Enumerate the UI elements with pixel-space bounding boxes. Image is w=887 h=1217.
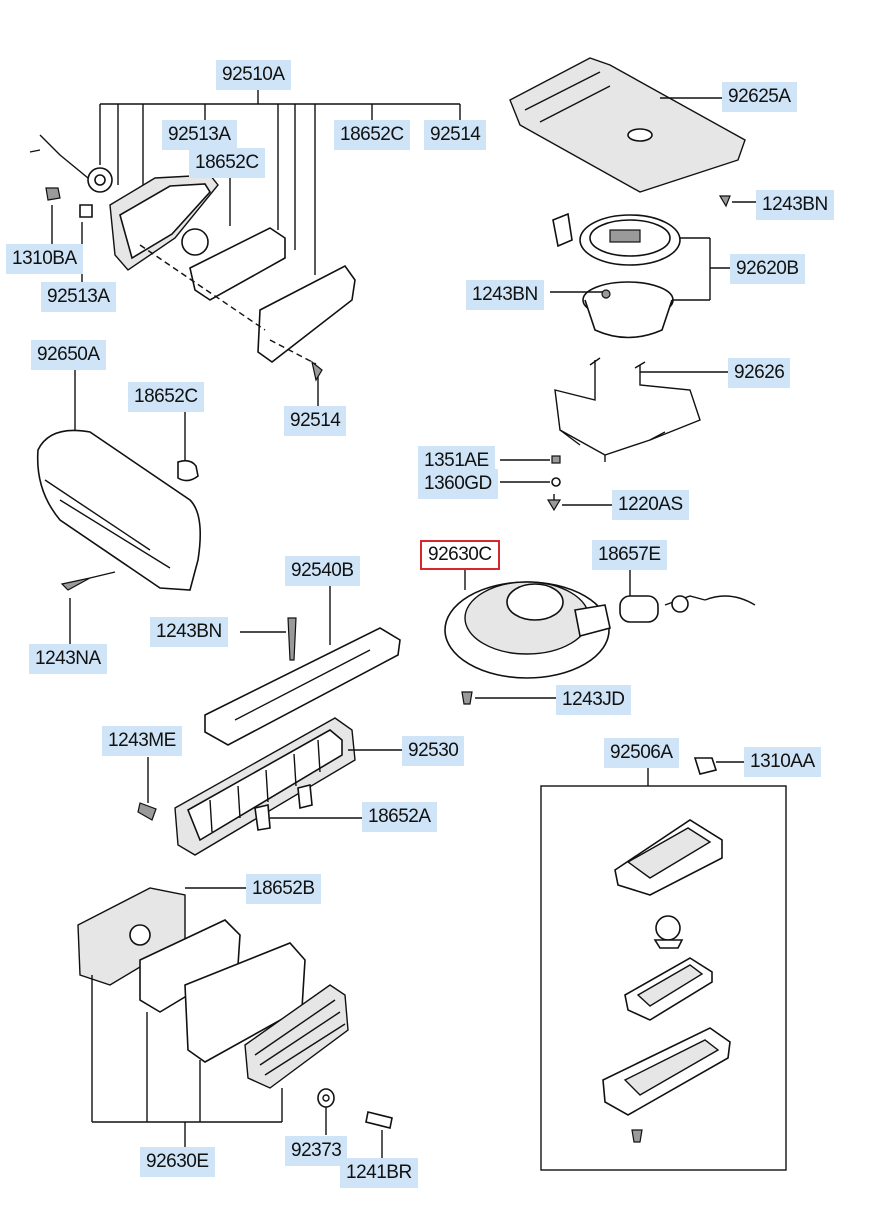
label-92513A-bottom[interactable]: 92513A [41,282,116,312]
lamp-set-92630E [77,887,393,1160]
wire-bracket-92626 [554,357,728,462]
label-1243BN-top[interactable]: 1243BN [756,190,834,220]
label-18652C-right[interactable]: 18652C [334,120,410,150]
label-92373[interactable]: 92373 [285,1136,348,1166]
dome-lamp-92630C [444,566,756,705]
label-18657E[interactable]: 18657E [592,540,667,570]
label-1243ME[interactable]: 1243ME [102,726,182,756]
label-1243JD[interactable]: 1243JD [556,685,631,715]
label-1360GD[interactable]: 1360GD [418,469,498,499]
rear-lamp-assembly-top [29,134,356,382]
label-1243NA[interactable]: 1243NA [29,644,107,674]
label-92514-bottom[interactable]: 92514 [284,406,347,436]
lamp-housing-92650A [36,429,202,591]
label-92510A[interactable]: 92510A [216,60,291,90]
label-92540B[interactable]: 92540B [285,556,360,586]
label-18652C-mid[interactable]: 18652C [128,382,204,412]
label-92506A[interactable]: 92506A [604,738,679,768]
fasteners-small [500,455,612,512]
label-1243BN-low[interactable]: 1243BN [150,617,228,647]
label-92513A-top[interactable]: 92513A [162,120,237,150]
label-92620B[interactable]: 92620B [730,254,805,284]
housing-92530 [137,717,402,856]
lamp-kit-92506A [540,757,787,1171]
plate-92540B [204,586,401,746]
label-1220AS[interactable]: 1220AS [612,490,689,520]
label-92630E[interactable]: 92630E [140,1147,215,1177]
label-1310BA[interactable]: 1310BA [6,244,83,274]
label-92530[interactable]: 92530 [402,736,465,766]
bracket-plate-92625A [509,57,756,208]
label-18652B[interactable]: 18652B [246,874,321,904]
label-92625A[interactable]: 92625A [722,82,797,112]
socket-92620B [550,212,730,339]
label-18652A[interactable]: 18652A [362,802,437,832]
label-92630C[interactable]: 92630C [420,540,500,570]
label-92514-top[interactable]: 92514 [424,120,487,150]
label-1243BN-mid[interactable]: 1243BN [466,280,544,310]
label-92626[interactable]: 92626 [728,358,791,388]
label-1310AA[interactable]: 1310AA [744,747,821,777]
label-92650A[interactable]: 92650A [31,340,106,370]
label-18652C-top[interactable]: 18652C [189,148,265,178]
label-1241BR[interactable]: 1241BR [340,1158,418,1188]
